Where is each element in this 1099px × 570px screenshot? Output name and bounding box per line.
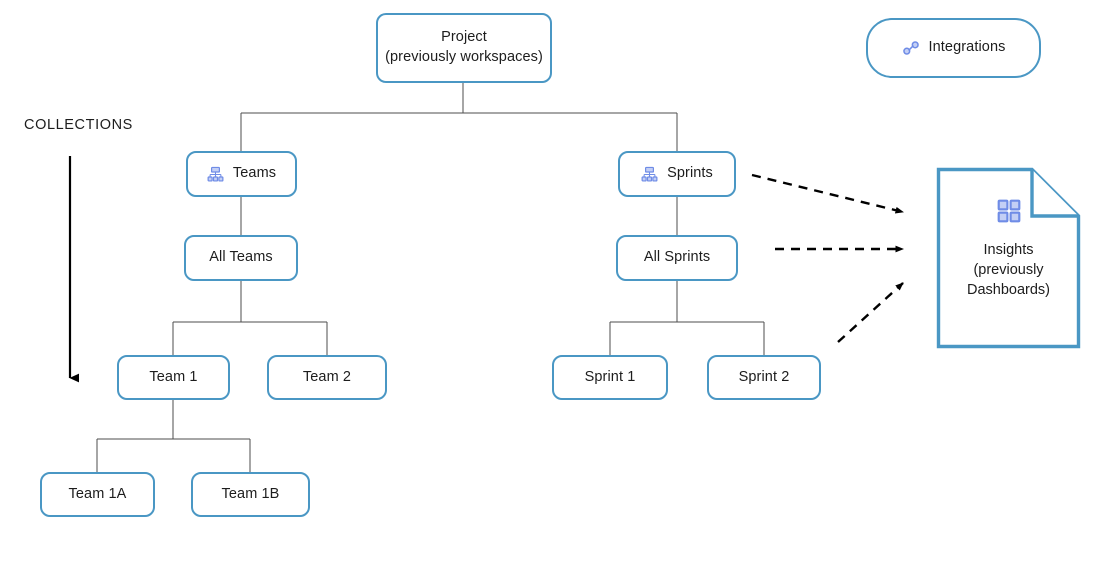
node-insights-line3: Dashboards) — [966, 282, 1050, 298]
hierarchy-icon — [207, 166, 224, 183]
collections-label: COLLECTIONS — [24, 117, 133, 133]
node-sprint-2-label: Sprint 2 — [738, 368, 790, 385]
dashed-arrow-sprints-to-insights — [751, 173, 904, 214]
node-insights-line1: Insights — [983, 242, 1034, 258]
node-all-teams-label: All Teams — [209, 249, 273, 266]
node-team-1[interactable]: Team 1 — [117, 355, 230, 400]
node-sprint-2[interactable]: Sprint 2 — [707, 355, 821, 400]
node-insights-label: Insights (previously Dashboards) — [967, 240, 1050, 300]
node-team-1b-label: Team 1B — [221, 485, 280, 502]
node-all-sprints[interactable]: All Sprints — [616, 235, 738, 281]
node-all-sprints-label: All Sprints — [643, 249, 711, 266]
node-project-line2: (previously workspaces) — [385, 49, 543, 65]
node-integrations[interactable]: Integrations — [866, 18, 1041, 78]
link-icon — [902, 39, 920, 57]
node-project-line1: Project — [441, 29, 487, 46]
node-insights[interactable]: Insights (previously Dashboards) — [936, 167, 1081, 349]
node-sprint-1[interactable]: Sprint 1 — [552, 355, 668, 400]
node-teams-label: Teams — [232, 165, 277, 182]
node-sprints[interactable]: Sprints — [618, 151, 736, 197]
dashed-arrow-sprint2-to-insights — [837, 282, 904, 343]
node-all-teams[interactable]: All Teams — [184, 235, 298, 281]
node-sprints-label: Sprints — [667, 165, 713, 182]
document-shape — [936, 167, 1081, 349]
dashboard-grid-icon — [996, 198, 1022, 224]
node-team-1b[interactable]: Team 1B — [191, 472, 310, 517]
node-team-1-label: Team 1 — [149, 368, 198, 385]
node-team-1a-label: Team 1A — [68, 485, 127, 502]
node-project[interactable]: Project (previously workspaces) — [376, 13, 552, 83]
node-team-2[interactable]: Team 2 — [267, 355, 387, 400]
node-teams[interactable]: Teams — [186, 151, 297, 197]
node-team-2-label: Team 2 — [302, 368, 352, 385]
node-insights-line2: (previously — [973, 262, 1044, 278]
hierarchy-icon — [641, 166, 658, 183]
node-team-1a[interactable]: Team 1A — [40, 472, 155, 517]
node-sprint-1-label: Sprint 1 — [584, 368, 636, 385]
node-integrations-label: Integrations — [928, 39, 1006, 56]
